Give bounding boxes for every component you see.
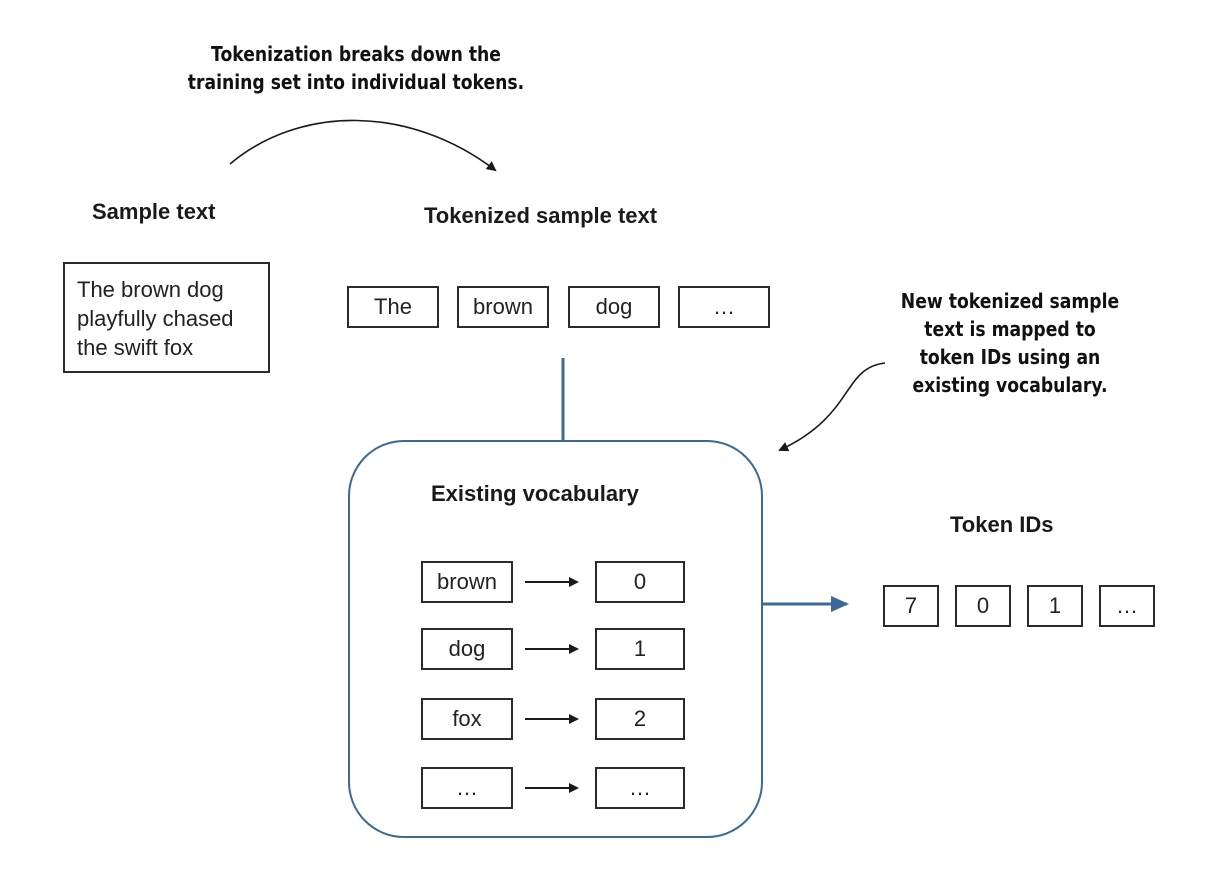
sample-text-box: The brown dog playfully chased the swift… [63, 262, 270, 373]
vocabulary-token-box: … [421, 767, 513, 809]
vocabulary-id-box: 0 [595, 561, 685, 603]
vocabulary-id-box: … [595, 767, 685, 809]
vocabulary-id-box: 2 [595, 698, 685, 740]
tokenization-annotation-line: training set into individual tokens. [187, 70, 525, 94]
token-ids-heading: Token IDs [950, 512, 1054, 537]
tokenization-annotation-line: Tokenization breaks down the [211, 42, 501, 66]
token-box: dog [568, 286, 660, 328]
vocabulary-token-box: dog [421, 628, 513, 670]
token-box: … [678, 286, 770, 328]
mapping-annotation-line: text is mapped to [924, 317, 1096, 341]
token-box: brown [457, 286, 549, 328]
tokenization-curved-arrow [229, 119, 497, 172]
vocabulary-id-box: 1 [595, 628, 685, 670]
vocabulary-token-box: fox [421, 698, 513, 740]
sample-text-heading: Sample text [92, 199, 216, 224]
token-id-box: … [1099, 585, 1155, 627]
vocabulary-token-box: brown [421, 561, 513, 603]
sample-text-line: The brown dog [77, 277, 224, 302]
mapping-annotation-line: New tokenized sample [900, 289, 1120, 313]
token-id-box: 7 [883, 585, 939, 627]
mapping-annotation: New tokenized sample text is mapped to t… [890, 287, 1131, 399]
sample-text-line: playfully chased [77, 306, 234, 331]
vocabulary-container [348, 440, 763, 838]
token-id-box: 0 [955, 585, 1011, 627]
vocabulary-heading: Existing vocabulary [431, 481, 639, 506]
token-box: The [347, 286, 439, 328]
token-id-box: 1 [1027, 585, 1083, 627]
tokenized-text-heading: Tokenized sample text [424, 203, 658, 228]
mapping-annotation-line: existing vocabulary. [912, 373, 1108, 397]
tokenization-annotation: Tokenization breaks down the training se… [175, 40, 536, 96]
mapping-curved-arrow [778, 362, 886, 452]
sample-text-line: the swift fox [77, 335, 194, 360]
mapping-annotation-line: token IDs using an [919, 345, 1101, 369]
